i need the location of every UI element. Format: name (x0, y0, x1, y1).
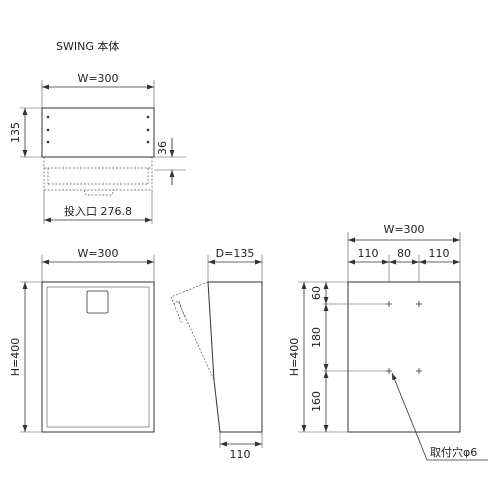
top-width-label: W=300 (77, 72, 118, 85)
screw-dot (146, 128, 150, 132)
mounting-hole-label: 取付穴φ6 (430, 445, 477, 459)
hole-spacing-right-label: 110 (429, 247, 450, 260)
screw-dot (146, 140, 150, 144)
mounting-hole (416, 368, 422, 374)
top-height-label: 135 (9, 122, 22, 143)
mounting-hole (386, 368, 392, 374)
front-view-body (41, 281, 155, 433)
top-view: W=300 135 36 (9, 72, 186, 224)
screw-dot (46, 115, 50, 119)
opening-label: 投入口 276.8 (64, 204, 132, 218)
slot-depth-label: 36 (156, 141, 169, 155)
rear-width-label: W=300 (383, 223, 424, 236)
side-flap-dashed (170, 281, 215, 381)
hole-spacing-left-label: 110 (358, 247, 379, 260)
vertical-spacing-middle-label: 180 (310, 327, 323, 348)
front-width-label: W=300 (77, 247, 118, 260)
drawing-title: SWING 本体 (56, 39, 119, 53)
side-view-body (207, 281, 263, 433)
screw-dot (146, 115, 150, 119)
front-view: W=300 H=400 (9, 247, 155, 433)
vertical-spacing-bottom-label: 160 (310, 391, 323, 412)
front-height-label: H=400 (9, 338, 22, 376)
vertical-spacing-top-label: 60 (310, 286, 323, 300)
side-view: D=135 110 (170, 247, 263, 461)
mounting-hole (416, 301, 422, 307)
side-bottom-depth-label: 110 (230, 448, 251, 461)
rear-view: W=300 110 80 110 H=400 (288, 223, 488, 461)
front-window (86, 290, 109, 314)
mounting-hole (386, 301, 392, 307)
screw-dot (46, 128, 50, 132)
front-view-inner-panel (46, 286, 150, 428)
mounting-hole-leader-line (391, 372, 428, 461)
top-view-body (41, 107, 155, 158)
screw-dot (46, 140, 50, 144)
side-depth-label: D=135 (216, 247, 255, 260)
rear-view-body (347, 281, 461, 433)
rear-height-label: H=400 (288, 338, 301, 376)
hole-spacing-center-label: 80 (397, 247, 411, 260)
